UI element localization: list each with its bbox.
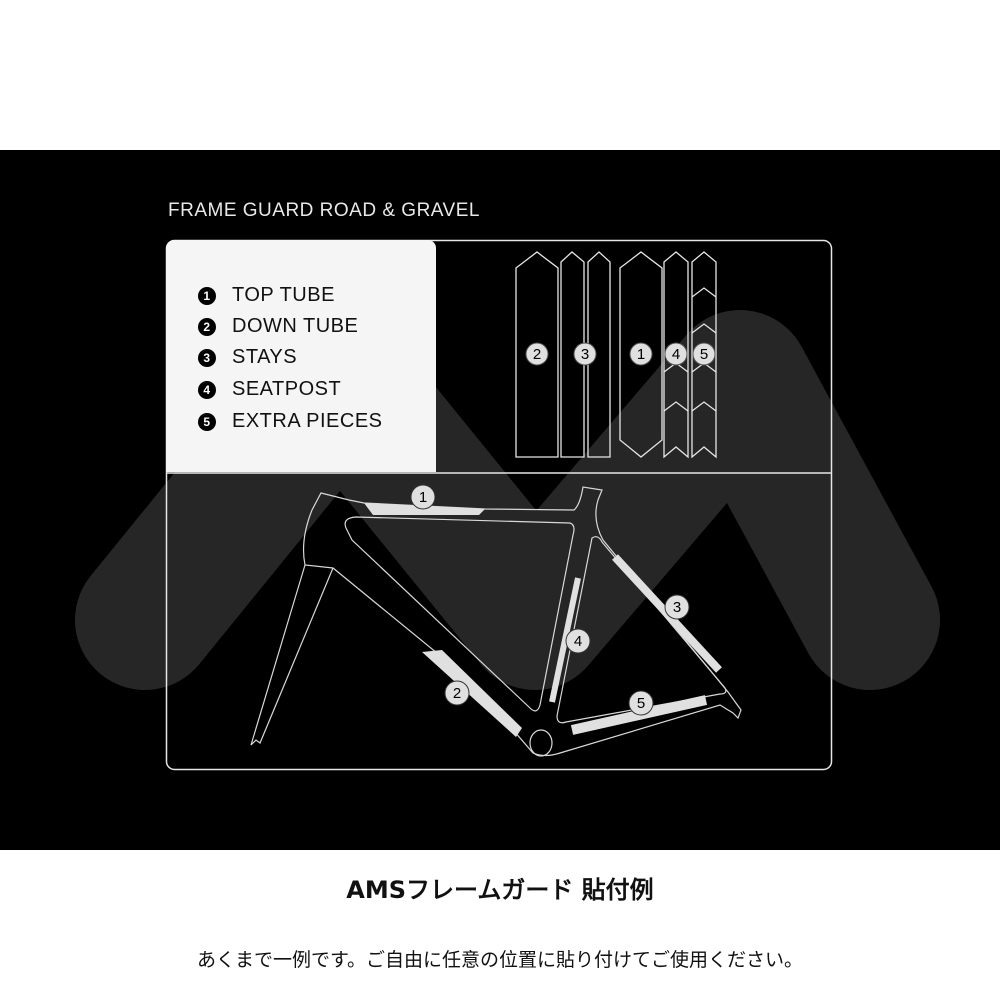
frame-badge: 5 [628,690,654,716]
frame-badge: 3 [664,594,690,620]
number-badge: 2 [198,317,216,336]
legend-item: 1 TOP TUBE [198,284,335,307]
legend-item: 4 SEATPOST [198,378,341,401]
svg-text:1: 1 [419,489,427,506]
diagram-frame-box [165,239,833,771]
frame-badge: 4 [565,628,591,654]
legend-item: 5 EXTRA PIECES [198,410,383,433]
sheet-badge: 5 [692,342,716,366]
svg-text:3: 3 [581,346,589,363]
sticker-down-tube [515,251,559,458]
number-badge: 3 [198,348,216,367]
svg-text:4: 4 [672,346,680,363]
legend-label: EXTRA PIECES [232,410,383,432]
frame-badge: 1 [410,484,436,510]
svg-text:2: 2 [453,685,461,702]
svg-text:2: 2 [533,346,541,363]
sticker-sheet [515,251,717,459]
caption-note: あくまで一例です。ご自由に任意の位置に貼り付けてご使用ください。 [196,949,804,971]
svg-text:5: 5 [700,346,708,363]
legend-item: 2 DOWN TUBE [198,315,358,338]
frame-badges: 1 2 3 4 5 [410,484,690,716]
sheet-badges: 2 3 1 4 5 [525,342,716,366]
sticker-seatpost [663,251,689,459]
sheet-badge: 1 [629,342,653,366]
frame-badge: 2 [444,680,470,706]
sticker-top-tube [619,251,663,458]
legend-label: DOWN TUBE [232,315,359,337]
sticker-extra [691,251,717,459]
number-badge: 5 [198,412,216,431]
diagram-title: FRAME GUARD ROAD & GRAVEL [168,200,480,221]
svg-text:5: 5 [637,695,645,712]
legend-label: TOP TUBE [232,284,335,306]
sheet-badge: 2 [525,342,549,366]
number-badge: 1 [198,286,216,305]
legend-label: STAYS [232,346,298,368]
sheet-badge: 4 [664,342,688,366]
caption-title: AMSフレームガード 貼付例 [346,876,654,904]
sticker-stay-b [587,251,611,458]
svg-text:4: 4 [574,633,582,650]
svg-text:1: 1 [637,346,645,363]
number-badge: 4 [198,380,216,399]
sheet-badge: 3 [573,342,597,366]
svg-text:3: 3 [673,599,681,616]
legend-item: 3 STAYS [198,346,297,369]
legend-label: SEATPOST [232,378,342,400]
bike-frame [250,486,742,757]
